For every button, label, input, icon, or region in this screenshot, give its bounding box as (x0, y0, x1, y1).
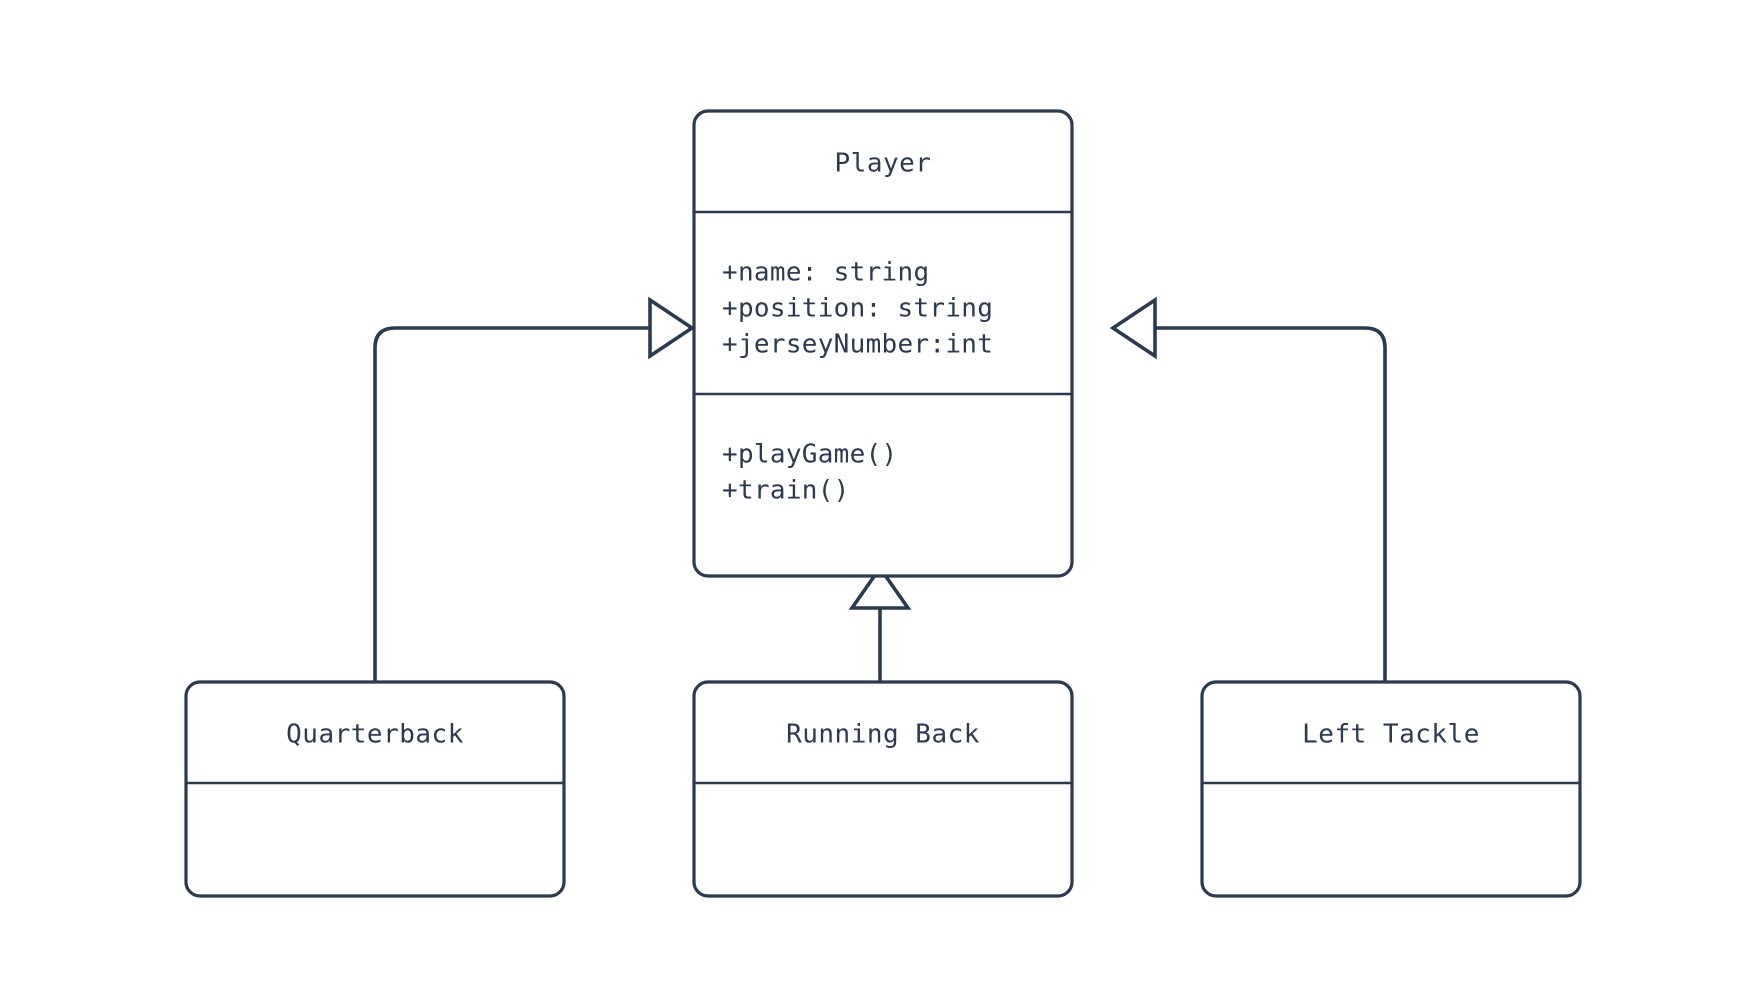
player-attribute-1: +position: string (722, 294, 993, 324)
edge-quarterback-inherits-player[interactable] (373, 296, 696, 690)
class-box-running-back[interactable]: Running Back (692, 680, 1074, 898)
class-box-left-tackle[interactable]: Left Tackle (1200, 680, 1582, 898)
player-method-1: +train() (722, 476, 850, 506)
edge-running-back-inherits-player[interactable] (848, 564, 912, 690)
running-back-class-title: Running Back (786, 720, 980, 750)
edge-line-left-tackle (1148, 326, 1387, 690)
player-method-0: +playGame() (722, 440, 898, 470)
edge-line-quarterback (373, 326, 655, 690)
player-attribute-0: +name: string (722, 258, 929, 288)
quarterback-box-outline (184, 680, 566, 898)
edge-left-tackle-inherits-player[interactable] (1109, 296, 1387, 690)
class-box-quarterback[interactable]: Quarterback (184, 680, 566, 898)
arrowhead-hollow-triangle-left (1109, 296, 1157, 360)
arrowhead-hollow-triangle-right (648, 296, 696, 360)
player-attribute-2: +jerseyNumber:int (722, 330, 993, 360)
left-tackle-class-title: Left Tackle (1302, 720, 1480, 750)
class-box-player[interactable]: Player +name: string +position: string +… (692, 109, 1074, 578)
player-class-title: Player (835, 149, 932, 179)
running-back-box-outline (692, 680, 1074, 898)
player-box-outline (692, 109, 1074, 578)
quarterback-class-title: Quarterback (286, 720, 464, 750)
left-tackle-box-outline (1200, 680, 1582, 898)
arrowhead-hollow-triangle-up (848, 564, 912, 610)
relationship-edges (373, 296, 1387, 690)
